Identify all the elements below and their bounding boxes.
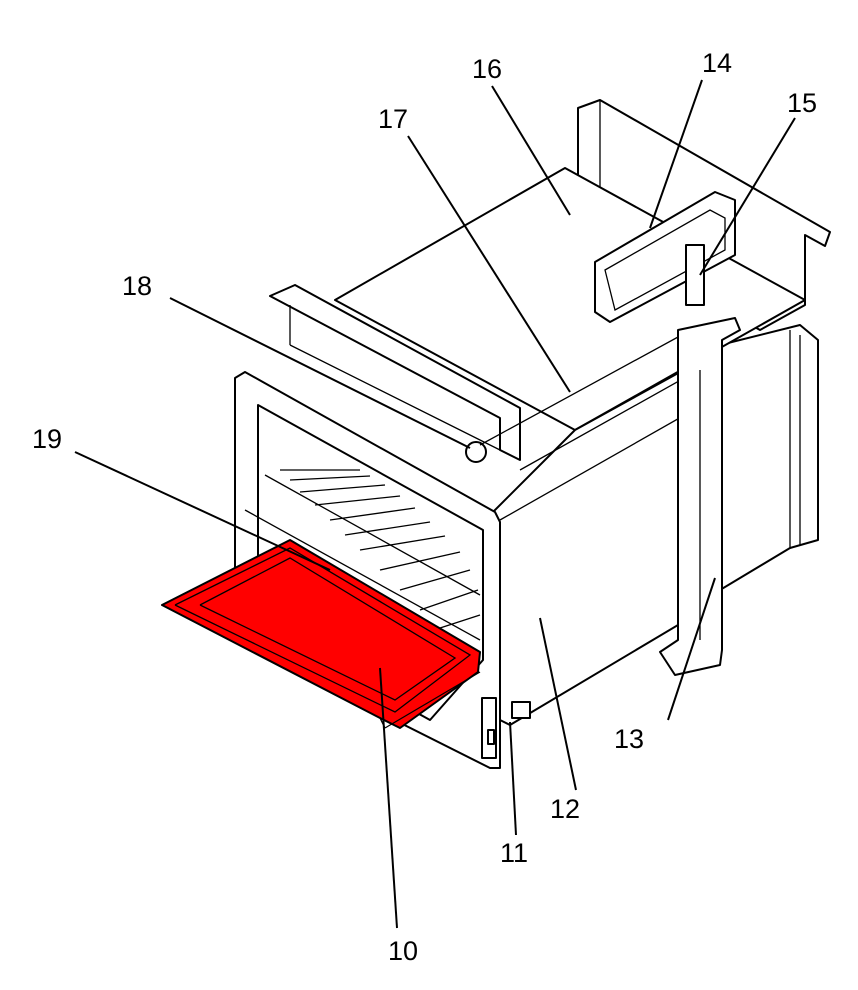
callout-15: 15 bbox=[787, 88, 817, 118]
oven-rack-19 bbox=[244, 469, 481, 641]
callout-17: 17 bbox=[378, 104, 408, 134]
front-bracket-18 bbox=[269, 284, 701, 463]
callout-13: 13 bbox=[614, 724, 644, 754]
callout-14: 14 bbox=[702, 48, 732, 78]
flue-bracket-14 bbox=[594, 191, 736, 323]
callout-10: 10 bbox=[388, 936, 418, 966]
sensor-15 bbox=[685, 244, 705, 306]
oven-door-10 bbox=[161, 539, 481, 729]
callout-11: 11 bbox=[500, 838, 528, 868]
hinge-11 bbox=[481, 697, 531, 759]
callout-16: 16 bbox=[472, 54, 502, 84]
leader-lines bbox=[74, 79, 796, 929]
callout-12: 12 bbox=[550, 794, 580, 824]
callout-18: 18 bbox=[122, 271, 152, 301]
mounting-strip-13 bbox=[659, 317, 741, 676]
callout-19: 19 bbox=[32, 424, 62, 454]
rear-housing bbox=[719, 324, 819, 591]
